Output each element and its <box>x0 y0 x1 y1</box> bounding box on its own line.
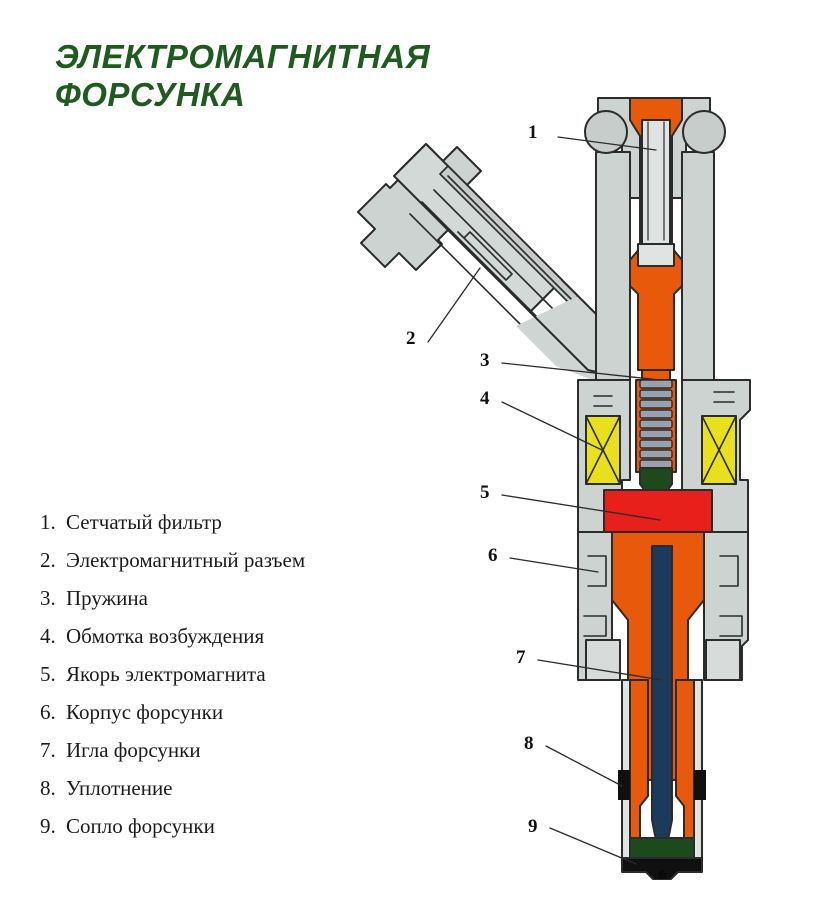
legend-number: 6. <box>40 700 56 724</box>
excitation-coil-left <box>585 415 621 485</box>
electromagnetic-connector <box>357 143 631 381</box>
legend-item-5: 5. Якорь электромагнита <box>40 655 430 693</box>
legend-item-3: 3. Пружина <box>40 579 430 617</box>
callout-3: 3 <box>480 350 490 371</box>
legend-item-6: 6. Корпус форсунки <box>40 693 430 731</box>
callout-leader-lines <box>427 136 663 865</box>
injector-diagram: 1 2 3 4 5 6 7 8 9 <box>330 80 830 880</box>
injector-cross-section-svg <box>357 97 751 880</box>
legend-label: Корпус форсунки <box>66 700 224 724</box>
legend-item-4: 4. Обмотка возбуждения <box>40 617 430 655</box>
callout-9: 9 <box>528 816 538 837</box>
lower-seal-right <box>694 770 706 800</box>
legend-item-8: 8. Уплотнение <box>40 769 430 807</box>
legend-number: 2. <box>40 548 56 572</box>
mesh-filter-and-fuel-channel <box>629 97 683 441</box>
legend-number: 7. <box>40 738 56 762</box>
legend-number: 1. <box>40 510 56 534</box>
legend-number: 3. <box>40 586 56 610</box>
excitation-coil-right <box>701 415 737 485</box>
legend-number: 5. <box>40 662 56 686</box>
legend-label: Уплотнение <box>66 776 173 800</box>
legend-number: 4. <box>40 624 56 648</box>
callout-6: 6 <box>488 545 498 566</box>
legend-number: 9. <box>40 814 56 838</box>
legend-item-9: 9. Сопло форсунки <box>40 807 430 845</box>
legend-item-2: 2. Электромагнитный разъем <box>40 541 430 579</box>
legend-label: Электромагнитный разъем <box>66 548 306 572</box>
legend-list: 1. Сетчатый фильтр 2. Электромагнитный р… <box>40 503 430 845</box>
legend-item-1: 1. Сетчатый фильтр <box>40 503 430 541</box>
legend-label: Сопло форсунки <box>66 814 215 838</box>
callout-2: 2 <box>406 328 416 349</box>
inlet-o-ring-left <box>584 110 628 154</box>
injector-needle <box>651 545 673 857</box>
legend-label: Игла форсунки <box>66 738 201 762</box>
legend-label: Якорь электромагнита <box>66 662 266 686</box>
injector-nozzle <box>621 837 703 880</box>
legend-label: Сетчатый фильтр <box>66 510 222 534</box>
page-title: ЭЛЕКТРОМАГНИТНАЯ ФОРСУНКА <box>55 38 431 113</box>
callout-5: 5 <box>480 482 490 503</box>
inlet-o-ring-right <box>682 110 726 154</box>
callout-1: 1 <box>528 122 538 143</box>
callout-8: 8 <box>524 733 534 754</box>
legend-label: Обмотка возбуждения <box>66 624 265 648</box>
legend-item-7: 7. Игла форсунки <box>40 731 430 769</box>
legend-number: 8. <box>40 776 56 800</box>
callout-7: 7 <box>516 647 526 668</box>
callout-4: 4 <box>480 388 490 409</box>
spring <box>635 379 677 493</box>
lower-seal-left <box>618 770 630 800</box>
legend-label: Пружина <box>66 586 148 610</box>
